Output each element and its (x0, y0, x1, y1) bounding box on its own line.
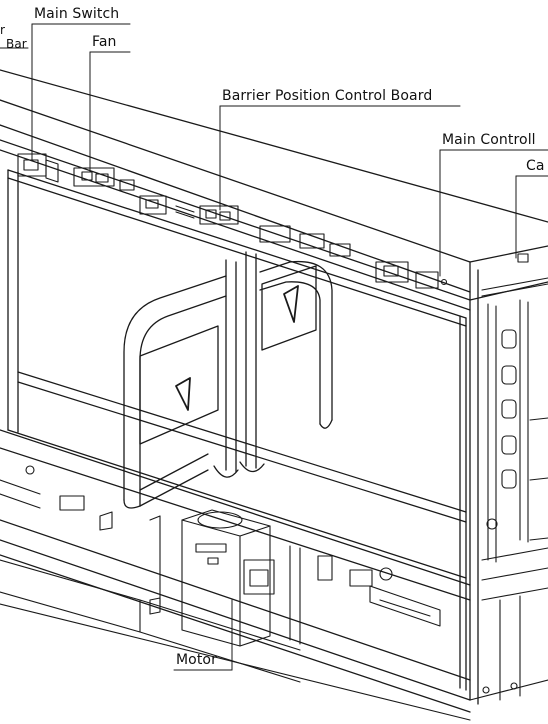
cabinet-frame (0, 69, 548, 713)
label-fan: Fan (92, 34, 117, 50)
label-bar-fragment: Bar (6, 37, 27, 51)
label-barrier-position-control-board: Barrier Position Control Board (222, 88, 433, 104)
label-bar-fragment-top: r (0, 23, 6, 37)
glass-panel (7, 169, 467, 691)
callout-leaders (0, 23, 548, 671)
right-cabinet (481, 299, 548, 701)
top-components (17, 153, 548, 297)
base-assembly (0, 465, 548, 721)
barrier-arms (123, 251, 333, 509)
label-ca-fragment: Ca (526, 158, 545, 174)
label-main-switch: Main Switch (34, 6, 120, 22)
label-main-control-board: Main Controll (442, 132, 536, 148)
label-motor: Motor (176, 652, 217, 668)
